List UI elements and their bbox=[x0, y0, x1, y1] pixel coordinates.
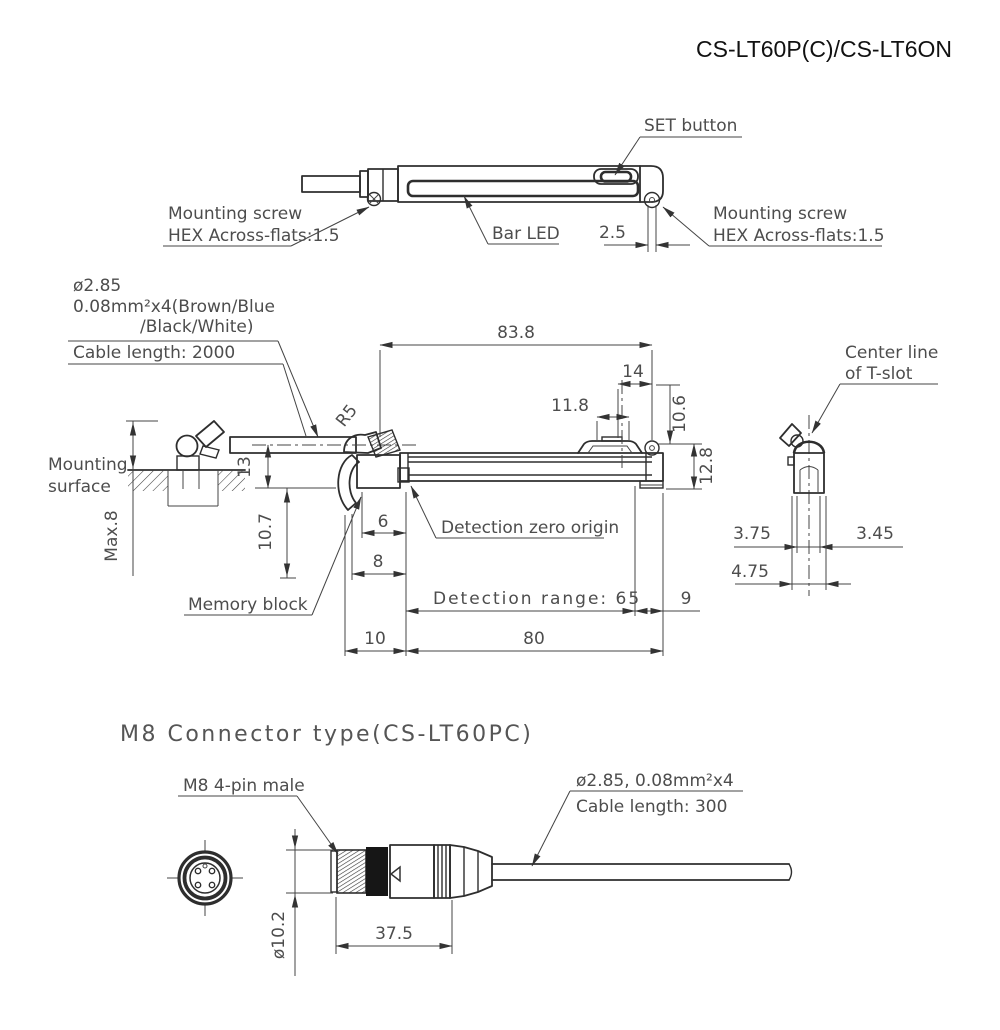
top-view-annotations: SET button Mounting screw HEX Across-fla… bbox=[163, 116, 885, 252]
detection-range-label: Detection range: 65 bbox=[433, 589, 641, 609]
orientation-mark bbox=[389, 865, 401, 883]
top-view: SET button Mounting screw HEX Across-fla… bbox=[163, 116, 885, 252]
pin-label: M8 4-pin male bbox=[183, 776, 305, 796]
bottom-dims: 6 8 Detection range: 65 9 10 80 bbox=[344, 486, 700, 656]
mounting-screw-right-glyph bbox=[643, 191, 661, 209]
sensor-top-outline bbox=[301, 165, 664, 209]
connector-front-view bbox=[167, 840, 243, 916]
dim-11-8: 11.8 bbox=[551, 396, 589, 416]
dim-80: 80 bbox=[523, 629, 545, 649]
memory-block-outline bbox=[356, 454, 401, 489]
dim-10-2: ø10.2 bbox=[269, 911, 289, 959]
dim-37-5: 37.5 bbox=[375, 924, 413, 944]
mounting-detail: Mounting surface Max.8 bbox=[48, 420, 246, 576]
pin-4 bbox=[208, 881, 216, 889]
center-line-label-1: Center line bbox=[845, 343, 938, 363]
main-side-view: ø2.85 0.08mm²x4(Brown/Blue /Black/White)… bbox=[48, 276, 717, 656]
pin-1 bbox=[194, 867, 202, 875]
sensor-side-outline bbox=[229, 429, 664, 511]
cable-spec-line1: ø2.85 bbox=[73, 276, 121, 296]
main-view-labels: Memory block Detection zero origin bbox=[184, 485, 619, 616]
m8-connector-section: M8 Connector type(CS-LT60PC) M8 4-pin ma… bbox=[120, 722, 793, 976]
cable-spec-line3: /Black/White) bbox=[140, 317, 254, 337]
left-height-dims: 13 10.7 bbox=[235, 444, 336, 579]
key-notch bbox=[202, 863, 208, 869]
dim-12-8: 12.8 bbox=[697, 447, 717, 485]
top-dims: 83.8 14 11.8 10.6 12.8 bbox=[379, 323, 717, 490]
dim-10-6: 10.6 bbox=[670, 395, 690, 433]
mounting-screw-left-label-1: Mounting screw bbox=[168, 204, 302, 224]
dim-8: 8 bbox=[373, 552, 384, 572]
dim-6: 6 bbox=[378, 512, 389, 532]
set-button-label: SET button bbox=[644, 116, 737, 136]
connector-cable-spec-2: Cable length: 300 bbox=[576, 797, 727, 817]
dim-3-45: 3.45 bbox=[856, 524, 894, 544]
dim-14: 14 bbox=[622, 362, 644, 382]
page-title: CS-LT60P(C)/CS-LT6ON bbox=[696, 36, 952, 62]
mounting-surface-label-1: Mounting bbox=[48, 455, 128, 475]
mounting-screw-left-glyph bbox=[366, 191, 382, 207]
pin-2 bbox=[208, 867, 216, 875]
connector-dims: ø10.2 37.5 bbox=[269, 829, 453, 976]
dim-2-5: 2.5 bbox=[599, 223, 626, 243]
dim-10: 10 bbox=[364, 629, 386, 649]
dim-r5: R5 bbox=[332, 401, 362, 431]
sensor-bar-side bbox=[399, 452, 664, 482]
strain-relief bbox=[449, 844, 493, 899]
mounting-screw-right-label-2: HEX Across-flats:1.5 bbox=[713, 226, 885, 246]
center-line-label-2: of T-slot bbox=[845, 364, 913, 384]
t-slot-section-view: Center line of T-slot 3.75 3.45 4.75 bbox=[731, 343, 938, 596]
dim-9: 9 bbox=[681, 589, 692, 609]
hatch-right bbox=[218, 470, 245, 491]
dim-3-75: 3.75 bbox=[733, 524, 771, 544]
mounting-surface-label-2: surface bbox=[48, 477, 111, 497]
mounting-screw-left-label-2: HEX Across-flats:1.5 bbox=[168, 226, 340, 246]
dim-83-8: 83.8 bbox=[497, 323, 535, 343]
bar-led-label: Bar LED bbox=[492, 224, 560, 244]
dim-4-75: 4.75 bbox=[731, 562, 769, 582]
set-button-side bbox=[577, 440, 643, 454]
cable-spec-block: ø2.85 0.08mm²x4(Brown/Blue /Black/White)… bbox=[68, 276, 319, 438]
cable-bend bbox=[337, 454, 360, 511]
connector-section-title: M8 Connector type(CS-LT60PC) bbox=[120, 722, 533, 747]
memory-block-label: Memory block bbox=[188, 595, 308, 615]
pin-3 bbox=[194, 881, 202, 889]
cable-length-label: Cable length: 2000 bbox=[73, 343, 235, 363]
lock-ring bbox=[366, 847, 388, 896]
bar-led-strip bbox=[406, 179, 640, 198]
hatch-left bbox=[128, 470, 168, 491]
dim-max-8: Max.8 bbox=[102, 510, 122, 561]
dim-13: 13 bbox=[235, 456, 255, 478]
mounting-screw-right-label-1: Mounting screw bbox=[713, 204, 847, 224]
thread-section bbox=[336, 849, 367, 894]
connector-side-view bbox=[330, 844, 793, 899]
dim-10-7: 10.7 bbox=[256, 513, 276, 551]
detection-zero-origin-label: Detection zero origin bbox=[441, 518, 619, 538]
cable-spec-line2: 0.08mm²x4(Brown/Blue bbox=[73, 297, 275, 317]
connector-cable-spec-1: ø2.85, 0.08mm²x4 bbox=[576, 771, 734, 791]
